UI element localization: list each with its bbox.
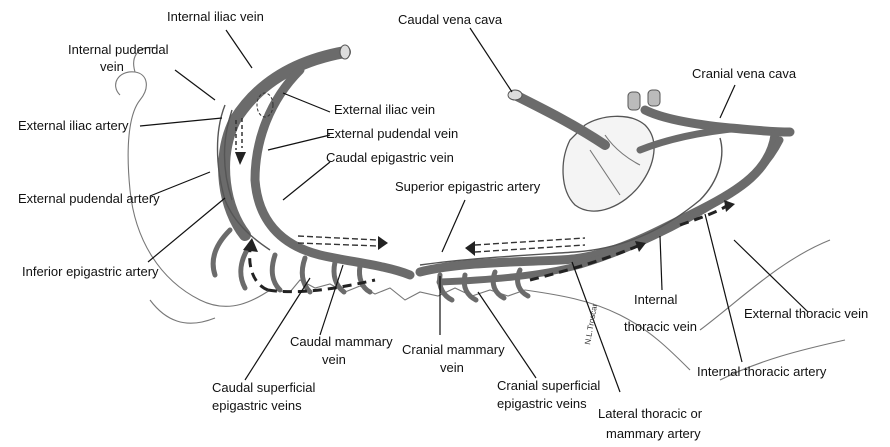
label-superior-epigastric-artery: Superior epigastric artery [395,179,541,194]
label-external-pudendal-vein: External pudendal vein [326,126,458,141]
label-cranial-mammary-vein-2: vein [440,360,464,375]
label-caudal-mammary-vein-2: vein [322,352,346,367]
caudal-epigastric-vein [255,70,410,275]
label-internal-thoracic-vein: Internal [634,292,677,307]
label-caudal-vena-cava: Caudal vena cava [398,12,503,27]
label-external-pudendal-artery: External pudendal artery [18,191,160,206]
caudal-vena-cava [515,95,605,145]
label-external-iliac-artery: External iliac artery [18,118,129,133]
label-internal-iliac-vein: Internal iliac vein [167,9,264,24]
label-cranial-superficial-epigastric-veins-2: epigastric veins [497,396,587,411]
label-caudal-superficial-epigastric-veins: Caudal superficial [212,380,315,395]
label-cranial-mammary-vein: Cranial mammary [402,342,505,357]
label-caudal-mammary-vein: Caudal mammary [290,334,393,349]
label-caudal-superficial-epigastric-veins-2: epigastric veins [212,398,302,413]
body-outline [116,47,845,380]
label-caudal-epigastric-vein: Caudal epigastric vein [326,150,454,165]
label-cranial-vena-cava: Cranial vena cava [692,66,797,81]
label-internal-pudendal-vein: Internal pudendal [68,42,169,57]
label-cranial-superficial-epigastric-veins: Cranial superficial [497,378,600,393]
label-external-thoracic-vein: External thoracic vein [744,306,868,321]
label-internal-pudendal-vein-2: vein [100,59,124,74]
label-lateral-thoracic-artery-2: mammary artery [606,426,701,441]
label-lateral-thoracic-artery: Lateral thoracic or [598,406,703,421]
label-inferior-epigastric-artery: Inferior epigastric artery [22,264,159,279]
internal-iliac-vein [224,52,345,235]
caudal-vessels [213,45,410,292]
label-external-iliac-vein: External iliac vein [334,102,435,117]
labels: Internal iliac vein Internal pudendal ve… [18,9,868,441]
artist-signature: N.L.Troscar [583,303,599,346]
label-internal-thoracic-vein-2: thoracic vein [624,319,697,334]
label-internal-thoracic-artery: Internal thoracic artery [697,364,827,379]
